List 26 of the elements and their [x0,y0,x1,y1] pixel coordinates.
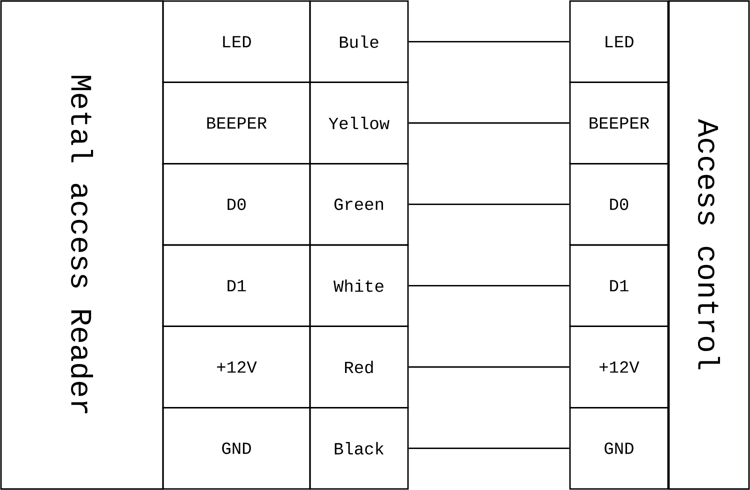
terminal-cell: White [309,244,409,328]
wire [408,204,570,205]
device-box: Access control [668,0,750,490]
terminal-cell: Green [309,162,409,246]
terminal-cell: D1 [162,244,311,328]
terminal-cell: BEEPER [569,82,669,164]
terminal-cell: Yellow [309,82,409,164]
terminal-cell: LED [569,0,669,84]
terminal-cell: LED [162,0,311,84]
terminal-cell: D0 [569,162,669,246]
wire [408,122,570,124]
wire [408,448,570,449]
terminal-cell: GND [162,406,311,490]
terminal-cell: D1 [569,244,669,328]
terminal-cell: D0 [162,162,311,246]
terminal-cell: GND [569,406,669,490]
wire [408,366,570,368]
terminal-cell: BEEPER [162,82,311,164]
wire [408,41,570,42]
wire [408,285,570,286]
terminal-cell: +12V [569,326,669,408]
terminal-cell: Black [309,406,409,490]
terminal-cell: Red [309,326,409,408]
device-box: Metal access Reader [0,0,164,490]
terminal-cell: Bule [309,0,409,84]
terminal-cell: +12V [162,326,311,408]
